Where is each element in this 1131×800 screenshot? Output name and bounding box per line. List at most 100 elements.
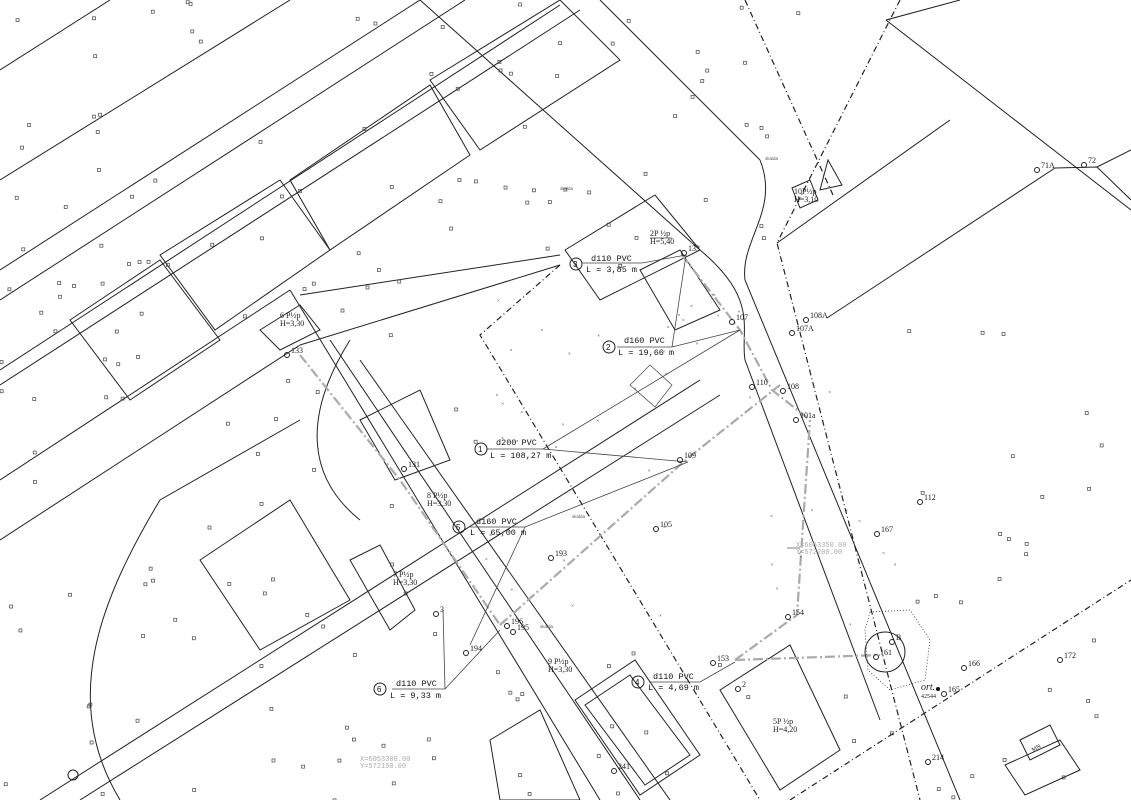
pipe-label-6: 6 d110 PVC L = 9,33 m <box>373 679 441 701</box>
tree-symbol <box>397 279 402 284</box>
tree-symbol <box>141 634 145 638</box>
tree-symbol <box>1024 541 1029 546</box>
building-name: 2P ½p <box>650 229 670 238</box>
survey-point-label: 105 <box>660 520 672 529</box>
boundary-lines <box>479 0 1131 800</box>
tree-symbol <box>100 792 105 796</box>
grass-mark: × <box>690 303 693 308</box>
tree-symbol <box>473 439 478 444</box>
survey-point-label: 193 <box>555 549 567 558</box>
tree-symbol <box>951 795 956 800</box>
survey-point-label: 195 <box>517 623 529 632</box>
tree-symbol <box>269 706 274 711</box>
survey-point-marker <box>789 330 795 336</box>
tree-symbol <box>503 185 508 190</box>
tree-symbol <box>532 188 536 193</box>
area-label: skalda <box>560 186 574 191</box>
tree-symbol <box>18 628 23 633</box>
tree-symbol <box>907 329 912 334</box>
pipe-length: L = 4,69 m <box>648 683 699 693</box>
pipe-length: L = 9,33 m <box>390 691 441 701</box>
tree-symbol <box>495 670 500 675</box>
tree-symbol <box>555 74 560 78</box>
tree-symbol <box>429 72 434 76</box>
pipe-type: d110 PVC <box>396 679 437 689</box>
survey-point-label: 196 <box>511 617 523 626</box>
grass-mark: × <box>678 312 681 317</box>
survey-point-marker <box>729 319 735 325</box>
tree-symbol <box>673 114 678 119</box>
tree-symbol <box>332 798 337 800</box>
tree-symbol <box>337 758 342 763</box>
survey-point-label: 167 <box>881 525 893 534</box>
tree-symbol <box>1099 443 1104 448</box>
tree-symbol <box>286 378 291 383</box>
grass-mark: × <box>563 558 566 563</box>
pipe-length: L = 65,00 m <box>470 528 526 538</box>
tree-symbol <box>116 362 121 367</box>
tree-symbol <box>933 594 938 598</box>
tree-symbol <box>315 390 320 395</box>
survey-point-marker <box>785 614 791 620</box>
building-height: H=3,10 <box>794 195 818 204</box>
tree-symbol <box>89 740 94 745</box>
grass-mark: × <box>882 550 885 555</box>
tree-symbol <box>352 653 357 657</box>
tree-symbol <box>185 0 190 5</box>
grass-mark: × <box>663 525 666 530</box>
tree-symbol <box>340 308 345 313</box>
tree-symbol <box>192 788 197 792</box>
tree-symbol <box>1002 758 1007 762</box>
pipe-label-5: 5 d160 PVC L = 65,00 m <box>452 517 526 538</box>
tree-symbol <box>515 697 520 702</box>
survey-point-marker <box>653 526 659 532</box>
tree-symbol <box>890 731 894 736</box>
tree-symbol <box>3 782 8 787</box>
tree-symbol <box>365 285 370 290</box>
tree-symbol <box>355 16 360 21</box>
grass-mark: × <box>811 507 814 512</box>
survey-point-marker <box>504 623 510 629</box>
survey-point-marker <box>681 250 687 256</box>
tree-symbol <box>259 502 264 506</box>
tree-symbol <box>523 124 527 129</box>
tree-symbol <box>92 16 96 21</box>
tree-symbol <box>1084 411 1089 415</box>
pipe-type: d200 PVC <box>496 438 537 448</box>
building-name: 5P ½p <box>773 717 793 726</box>
tree-symbol <box>705 68 710 73</box>
survey-point-label: B <box>896 633 901 642</box>
grass-mark: × <box>541 328 544 333</box>
grass-mark: × <box>664 371 667 376</box>
survey-point-marker <box>433 611 439 617</box>
tree-symbol <box>606 222 611 227</box>
grass-mark: × <box>713 292 716 297</box>
tree-symbol <box>432 756 436 761</box>
tree-symbol <box>765 134 769 139</box>
survey-point-label: 108 <box>787 382 799 391</box>
tree-symbol <box>474 179 478 184</box>
tree-symbol <box>173 617 178 622</box>
grass-mark: × <box>771 562 774 567</box>
survey-point-marker <box>889 639 895 645</box>
grass-mark: × <box>776 586 779 591</box>
building-name: 9 P½p <box>548 657 568 666</box>
grass-mark: × <box>858 518 861 523</box>
survey-point-marker <box>961 665 967 671</box>
survey-point-label: 194 <box>470 644 482 653</box>
pipe-type: d110 PVC <box>653 672 694 682</box>
tree-symbol <box>312 467 316 472</box>
tree-symbol <box>403 591 408 596</box>
pipe-number: 4 <box>635 678 640 687</box>
tree-symbol <box>15 18 20 23</box>
survey-point-label: 101a <box>800 411 816 420</box>
tree-symbol <box>137 260 142 264</box>
tree-symbol <box>610 724 614 729</box>
tree-symbol <box>527 792 532 796</box>
survey-point-marker <box>780 388 786 394</box>
survey-point-label: 172 <box>1064 651 1076 660</box>
tree-symbol <box>391 781 396 786</box>
survey-point-label: 214 <box>932 753 944 762</box>
